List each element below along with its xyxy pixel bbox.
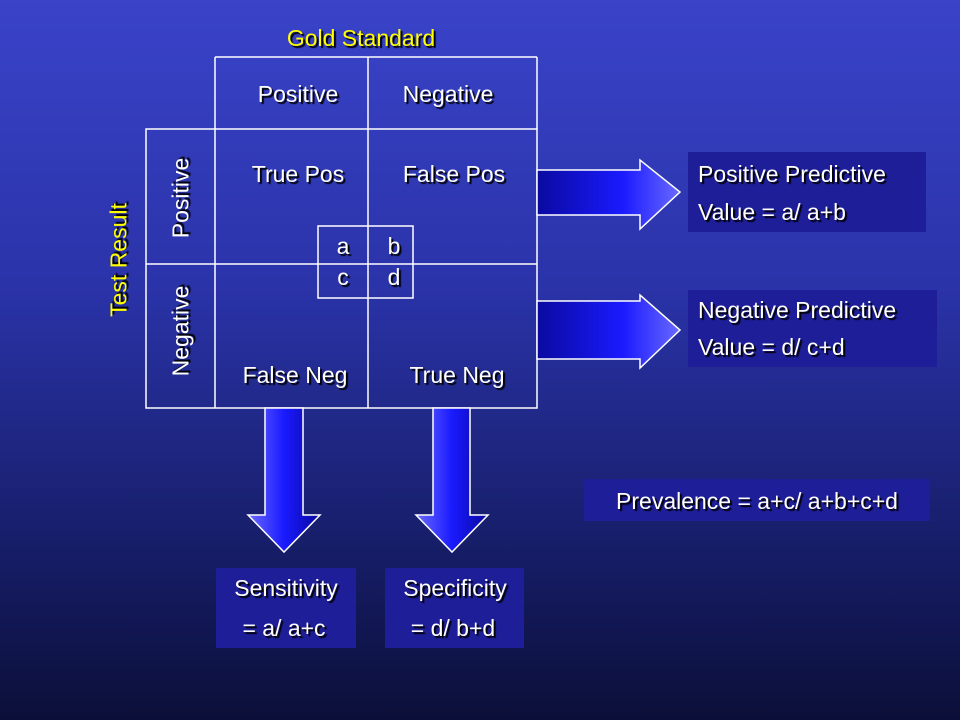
gold-standard-label: Gold Standard — [286, 25, 436, 51]
abcd-box — [317, 225, 414, 299]
row-header-positive: Positive — [167, 157, 194, 239]
ppv-line2: Value = a/ a+b — [698, 199, 846, 225]
prevalence-box — [584, 479, 930, 521]
sensitivity-line1: Sensitivity — [234, 575, 338, 601]
npv-box — [688, 290, 937, 367]
letter-d: d — [387, 264, 401, 290]
column-header-negative: Negative — [402, 81, 494, 107]
sensitivity-line2: = a/ a+c — [242, 615, 326, 641]
test-result-label: Test Result — [105, 203, 132, 317]
letter-c: c — [337, 264, 349, 290]
specificity-line1: Specificity — [403, 575, 507, 601]
row-header-negative: Negative — [167, 285, 194, 377]
ppv-box — [688, 152, 926, 232]
ppv-line1: Positive Predictive — [698, 161, 886, 187]
cell-false-pos: False Pos — [402, 161, 506, 187]
npv-line2: Value = d/ c+d — [698, 334, 845, 360]
specificity-arrow — [414, 407, 490, 554]
prevalence-formula: Prevalence = a+c/ a+b+c+d — [616, 488, 898, 514]
cell-false-neg: False Neg — [242, 362, 348, 388]
table-frame — [145, 128, 538, 409]
letter-a: a — [336, 233, 350, 259]
sensitivity-box — [216, 568, 356, 648]
npv-line1: Negative Predictive — [698, 297, 897, 323]
column-header-positive: Positive — [257, 81, 339, 107]
specificity-line2: = d/ b+d — [410, 615, 496, 641]
ppv-arrow — [536, 158, 682, 231]
npv-arrow — [536, 293, 682, 370]
specificity-box — [385, 568, 524, 648]
letter-b: b — [387, 233, 401, 259]
cell-true-neg: True Neg — [409, 362, 505, 388]
sensitivity-arrow — [246, 407, 322, 554]
cell-true-pos: True Pos — [251, 161, 345, 187]
